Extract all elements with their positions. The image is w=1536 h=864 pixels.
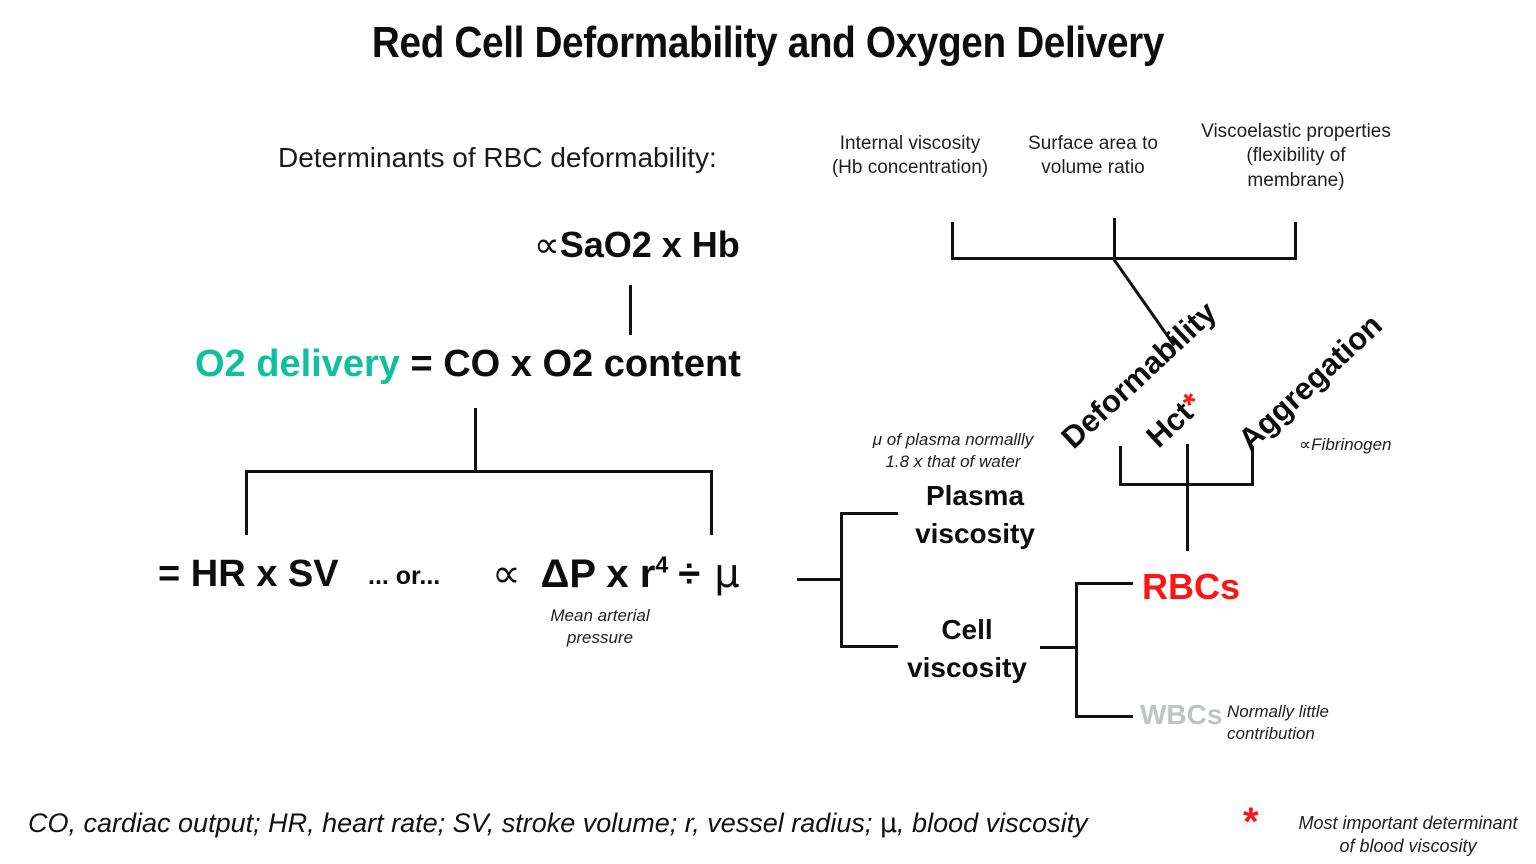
note-map-line1: Mean arterial	[550, 606, 650, 625]
label-plasma-viscosity-line1: Plasma	[925, 480, 1025, 511]
footer-asterisk-note: Most important determinant of blood visc…	[1283, 812, 1533, 858]
proportional-icon: ∝	[534, 225, 560, 266]
label-hct: Hct*	[1139, 385, 1210, 455]
bracket-viscdet-mid-stem	[1186, 444, 1189, 484]
note-plasma-line2: 1.8 x that of water	[885, 451, 1021, 471]
determinant-surface-area-line2: volume ratio	[1041, 157, 1145, 179]
note-plasma-viscosity: μ of plasma normallly 1.8 x that of wate…	[858, 429, 1048, 473]
label-cell-viscosity: Cell viscosity	[897, 611, 1037, 687]
bracket-top-left-stem	[951, 222, 954, 260]
note-wbc-contribution: Normally little contribution	[1227, 701, 1377, 745]
bracket-top-rail	[951, 257, 1297, 260]
equation-sao2-hb: ∝SaO2 x Hb	[534, 224, 740, 266]
equation-hr-sv: = HR x SV	[158, 553, 339, 595]
determinant-internal-viscosity: Internal viscosity (Hb concentration)	[820, 132, 1000, 181]
determinant-viscoelastic-line2: (flexibility of	[1246, 145, 1346, 167]
bracket-viscdet-right-stem	[1251, 446, 1254, 484]
equation-o2-delivery-rest: = CO x O2 content	[399, 343, 741, 385]
bracket-viscdet-down-stem	[1186, 483, 1189, 551]
determinant-internal-viscosity-line1: Internal viscosity	[839, 133, 981, 154]
bracket-viscdet-left-stem	[1119, 446, 1122, 484]
determinant-surface-area-volume: Surface area to volume ratio	[1013, 132, 1173, 181]
determinants-heading: Determinants of RBC deformability:	[278, 142, 717, 173]
bracket-co-rail	[245, 470, 713, 473]
footer-legend-part2: , blood viscosity	[897, 808, 1088, 838]
page-title: Red Cell Deformability and Oxygen Delive…	[371, 18, 1165, 67]
determinant-viscoelastic: Viscoelastic properties (flexibility of …	[1185, 120, 1407, 193]
determinant-surface-area-line1: Surface area to	[1028, 133, 1158, 154]
equation-poiseuille-divide: ÷	[678, 552, 701, 596]
label-cell-viscosity-line2: viscosity	[907, 651, 1027, 683]
determinant-viscoelastic-line3: membrane)	[1247, 169, 1345, 191]
note-mean-arterial-pressure: Mean arterial pressure	[540, 605, 660, 649]
label-wbcs: WBCs	[1140, 699, 1223, 730]
footer-asterisk-note-line2: of blood viscosity	[1339, 836, 1477, 857]
proportional-icon-2: ∝	[492, 551, 521, 597]
note-fibrinogen-text: Fibrinogen	[1311, 435, 1392, 454]
footer-legend-mu: μ	[879, 808, 898, 839]
bracket-co-left-leg	[245, 470, 248, 535]
note-wbc-line1: Normally little	[1227, 702, 1330, 721]
footer-legend-part1: CO, cardiac output; HR, heart rate; SV, …	[28, 808, 880, 838]
bracket-cells-spine	[1075, 582, 1078, 718]
connector-cellviscosity-to-cells	[1040, 646, 1078, 649]
determinant-internal-viscosity-line2: (Hb concentration)	[831, 157, 989, 179]
note-map-line2: pressure	[566, 627, 634, 647]
bracket-co-stem	[474, 408, 477, 472]
label-rbcs: RBCs	[1142, 566, 1241, 607]
footer-legend: CO, cardiac output; HR, heart rate; SV, …	[28, 808, 1088, 839]
proportional-icon-3: ∝	[1299, 435, 1312, 455]
equation-poiseuille-exponent: 4	[655, 551, 669, 578]
bracket-viscosity-spine	[840, 512, 843, 648]
note-fibrinogen: ∝Fibrinogen	[1299, 434, 1391, 457]
note-plasma-line1: μ of plasma normallly	[872, 430, 1034, 449]
equation-poiseuille: ∝ ΔP x r4 ÷ μ	[492, 551, 740, 597]
bracket-top-right-stem	[1294, 222, 1297, 260]
footer-asterisk-note-line1: Most important determinant	[1298, 813, 1518, 833]
equation-o2-delivery-term: O2 delivery	[195, 343, 400, 385]
bracket-cells-top-arm	[1075, 582, 1133, 585]
label-plasma-viscosity-line2: viscosity	[915, 517, 1035, 549]
bracket-co-right-leg	[710, 470, 713, 535]
asterisk-icon-footer: *	[1243, 800, 1259, 844]
determinant-viscoelastic-line1: Viscoelastic properties	[1201, 121, 1391, 142]
label-cell-viscosity-line1: Cell	[941, 614, 993, 645]
bracket-top-mid-stem	[1113, 218, 1116, 260]
bracket-cells-bottom-arm	[1075, 715, 1133, 718]
equation-poiseuille-mu: μ	[714, 551, 740, 597]
label-deformability: Deformability	[1054, 294, 1224, 456]
bracket-viscosity-top-arm	[840, 512, 898, 515]
equation-sao2-hb-text: SaO2 x Hb	[559, 224, 740, 265]
label-plasma-viscosity: Plasma viscosity	[905, 477, 1045, 553]
bracket-viscosity-bottom-arm	[840, 645, 898, 648]
equation-or-connector: ... or...	[368, 562, 441, 590]
equation-poiseuille-dp: ΔP x r	[540, 552, 656, 596]
connector-sao2-to-o2delivery	[629, 285, 632, 335]
connector-mu-to-viscosity	[797, 578, 842, 581]
note-wbc-line2: contribution	[1227, 723, 1315, 743]
equation-o2-delivery: O2 delivery = CO x O2 content	[195, 343, 741, 386]
